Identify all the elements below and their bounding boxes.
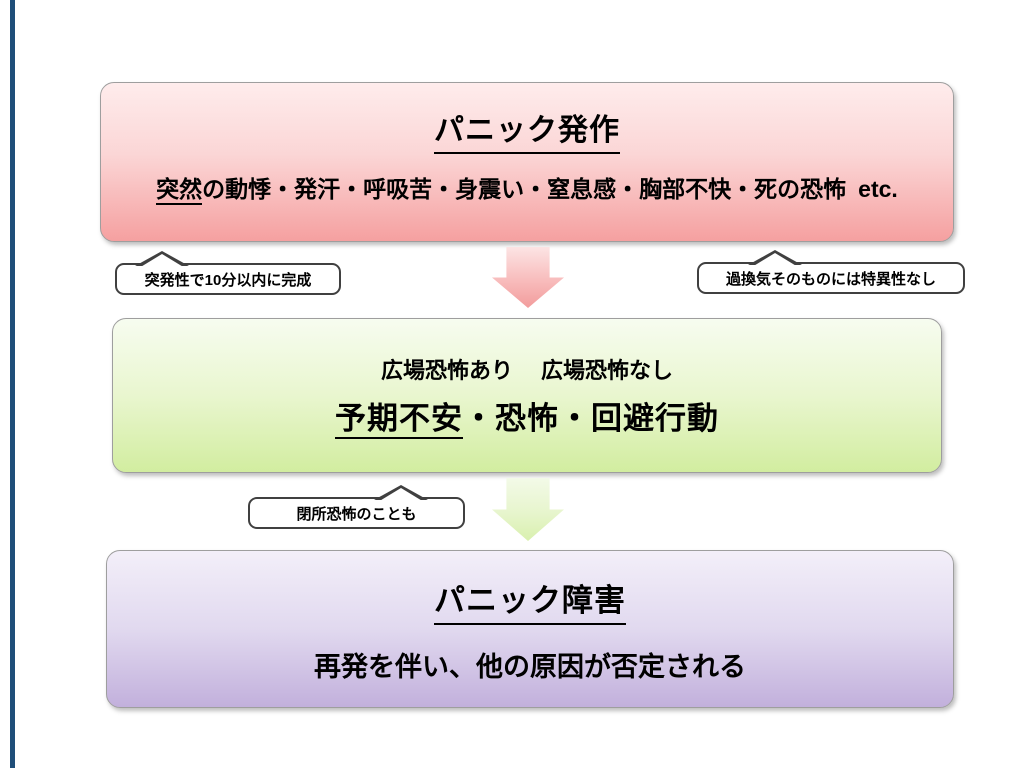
callout-hyperventilation-label: 過換気そのものには特異性なし [725, 270, 936, 288]
panic-disorder-title-text: パニック障害 [434, 575, 626, 625]
panic-attack-title-text: パニック発作 [434, 105, 620, 154]
panic-disorder-subtitle: 再発を伴い、他の原因が否定される [314, 652, 746, 682]
left-accent-bar [10, 0, 15, 768]
panic-disorder-title: パニック障害 [107, 551, 953, 625]
down-arrow-pink-icon [492, 247, 564, 308]
panic-attack-symptoms: 突然の動悸・発汗・呼吸苦・身震い・窒息感・胸部不快・死の恐怖 etc. [101, 170, 953, 205]
panic-disorder-box: パニック障害 再発を伴い、他の原因が否定される [106, 550, 954, 708]
anticipatory-anxiety-title: 予期不安・恐怖・回避行動 [113, 393, 941, 439]
anticipatory-anxiety-box: 広場恐怖あり 広場恐怖なし 予期不安・恐怖・回避行動 [112, 318, 942, 473]
panic-attack-title: パニック発作 [101, 83, 953, 154]
down-arrow-green-icon [492, 478, 564, 541]
callout-hyperventilation: 過換気そのものには特異性なし [697, 250, 965, 294]
symptoms-sudden-underlined: 突然 [156, 176, 203, 205]
symptoms-etc: etc. [858, 176, 898, 202]
anticipatory-anxiety-rest: ・恐怖・回避行動 [463, 401, 719, 436]
callout-sudden-onset-label: 突発性で10分以内に完成 [144, 271, 312, 289]
anticipatory-anxiety-underlined: 予期不安 [335, 401, 463, 439]
callout-sudden-onset: 突発性で10分以内に完成 [115, 251, 341, 295]
callout-claustrophobia-label: 閉所恐怖のことも [296, 505, 417, 523]
callout-claustrophobia: 閉所恐怖のことも [248, 485, 465, 529]
symptoms-rest: の動悸・発汗・呼吸苦・身震い・窒息感・胸部不快・死の恐怖 [202, 176, 847, 202]
agoraphobia-variants-label: 広場恐怖あり 広場恐怖なし [380, 358, 674, 383]
panic-attack-box: パニック発作 突然の動悸・発汗・呼吸苦・身震い・窒息感・胸部不快・死の恐怖 etc… [100, 82, 954, 242]
